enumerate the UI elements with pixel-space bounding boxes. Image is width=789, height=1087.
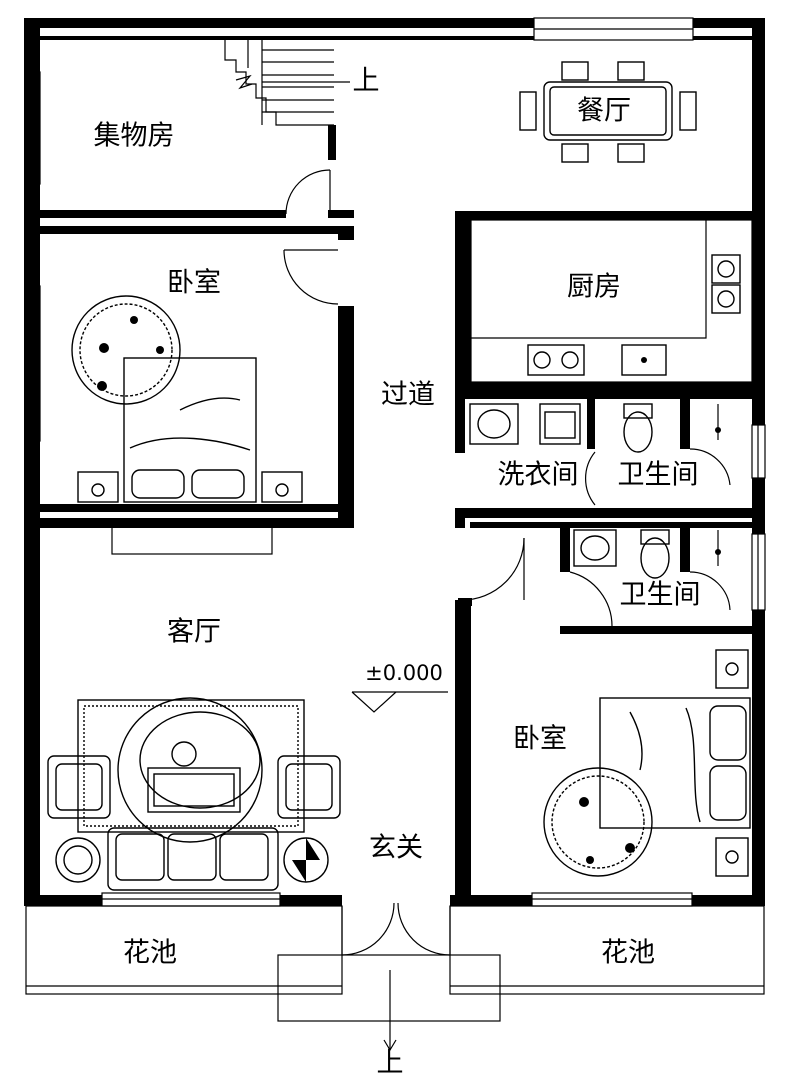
living-room-furniture [47, 697, 341, 891]
level-mark-label: ±0.000 [365, 661, 443, 685]
doors [283, 169, 731, 956]
room-label-bedroom-top: 卧室 [167, 268, 221, 299]
room-label-laundry: 洗衣间 [498, 460, 579, 491]
top-bedroom-furniture [71, 295, 303, 503]
outer-wall-inner-lines [40, 36, 752, 40]
room-label-living: 客厅 [167, 617, 221, 648]
level-marker [351, 691, 448, 713]
stairs [224, 40, 350, 126]
room-label-bath-top: 卫生间 [618, 460, 699, 491]
interior-walls [40, 125, 755, 906]
room-label-dining: 餐厅 [577, 96, 631, 127]
room-label-entry: 玄关 [369, 833, 423, 864]
planters [25, 905, 765, 1052]
room-label-storage: 集物房 [94, 121, 175, 152]
kitchen-fixtures [470, 219, 753, 383]
room-label-kitchen: 厨房 [567, 272, 621, 303]
bath-fixtures [469, 403, 721, 579]
room-label-corridor: 过道 [381, 380, 435, 411]
outer-walls [24, 18, 765, 906]
room-label-bedroom-bottom: 卧室 [513, 724, 567, 755]
room-label-planter-left: 花池 [123, 938, 177, 969]
entry-up-label: 上 [377, 1048, 404, 1079]
bottom-bedroom-furniture [543, 649, 751, 877]
room-label-planter-right: 花池 [601, 938, 655, 969]
stair-up-label: 上 [353, 66, 380, 97]
room-label-bath-bottom: 卫生间 [620, 580, 701, 611]
dining-table [519, 61, 697, 163]
